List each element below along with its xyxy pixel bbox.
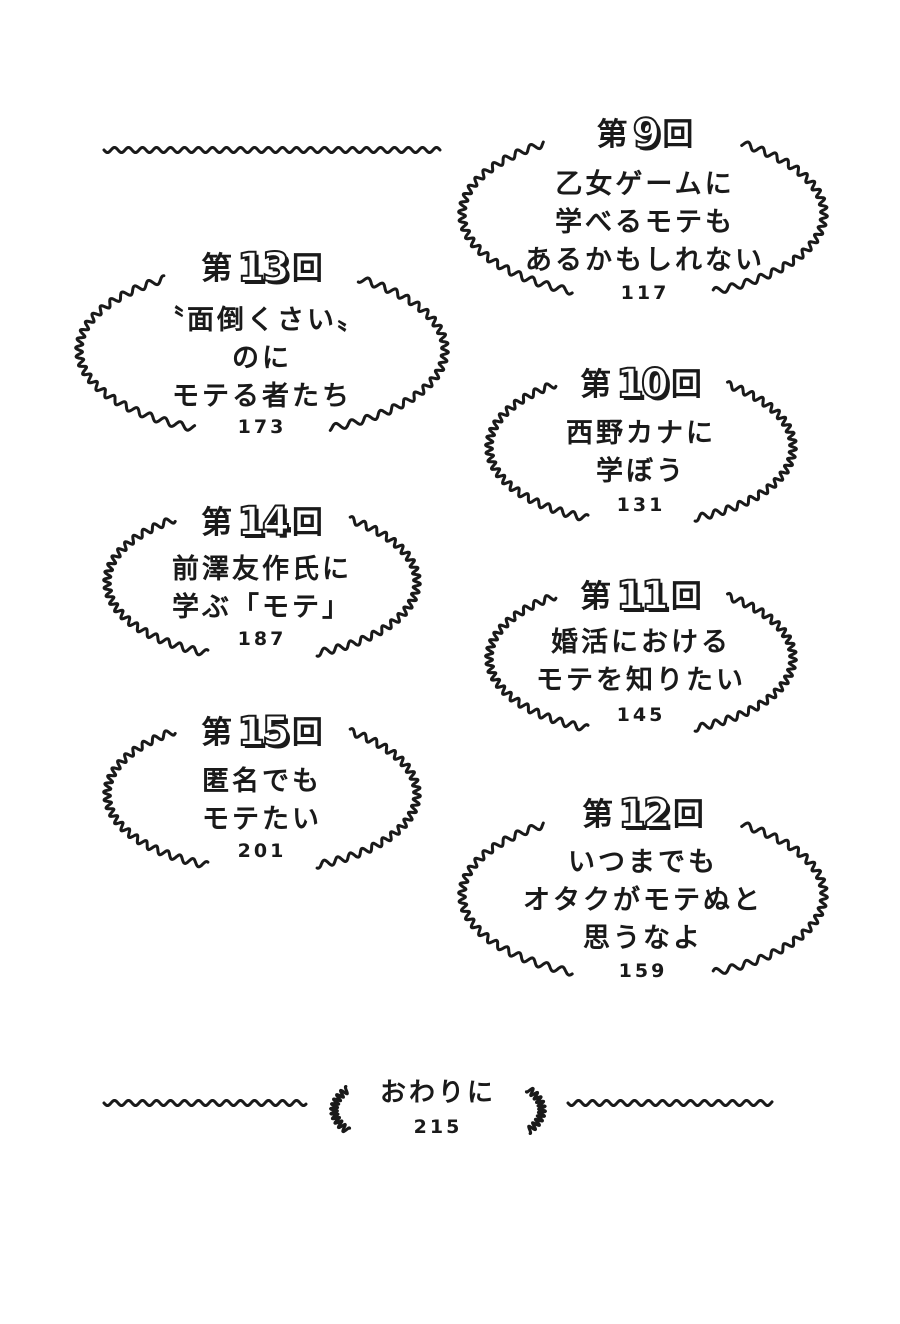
title-line: いつまでも xyxy=(568,847,718,878)
chapter-suffix: 回 xyxy=(662,117,694,153)
chapter-14-frame-left-bracket xyxy=(102,517,210,657)
chapter-title: 前澤友作氏に 学ぶ「モテ」 xyxy=(104,551,420,627)
title-line: オタクがモテぬと xyxy=(523,885,763,916)
chapter-15-frame-left-bracket xyxy=(102,729,210,869)
chapter-11-frame-right-bracket xyxy=(693,591,798,733)
chapter-11-frame-left-bracket xyxy=(484,594,590,732)
chapter-suffix: 回 xyxy=(670,579,702,615)
page-number: 173 xyxy=(237,416,287,438)
chapter-suffix: 回 xyxy=(670,367,702,403)
title-line: 学ぼう xyxy=(596,456,686,487)
toc-entry-afterword[interactable]: おわりに 215 xyxy=(330,1072,546,1148)
page-number: 117 xyxy=(620,282,670,304)
page-number: 215 xyxy=(413,1116,463,1138)
chapter-number: 10 xyxy=(615,361,670,407)
chapter-number: 14 xyxy=(236,499,291,545)
chapter-prefix: 第 xyxy=(580,367,612,403)
title-line: 西野カナに xyxy=(566,418,716,449)
chapter-10-frame-left-bracket xyxy=(484,382,590,522)
chapter-10-frame-right-bracket xyxy=(693,380,798,523)
page-number: 201 xyxy=(237,840,287,862)
title-line: モテたい xyxy=(202,804,322,835)
title-line: 婚活における xyxy=(551,627,731,658)
afterword-frame-left-bracket xyxy=(329,1085,352,1134)
title-line: モテる者たち xyxy=(172,381,352,412)
page-number: 159 xyxy=(618,960,668,982)
chapter-prefix: 第 xyxy=(201,251,233,287)
title-line: 匿名でも xyxy=(202,766,322,797)
chapter-title: 〝面倒くさい〟 のに モテる者たち xyxy=(76,302,448,416)
title-line: 乙女ゲームに xyxy=(555,169,735,200)
title-line: 学ぶ「モテ」 xyxy=(172,592,352,623)
chapter-9-frame-left-bracket xyxy=(457,140,574,296)
afterword-title: おわりに xyxy=(379,1078,496,1108)
top-wave-divider xyxy=(102,146,442,154)
page-number: 131 xyxy=(616,494,666,516)
title-line: 前澤友作氏に xyxy=(172,554,352,585)
chapter-14-frame-right-bracket xyxy=(315,515,422,658)
chapter-number: 11 xyxy=(615,573,670,619)
title-line: 〝面倒くさい〟 xyxy=(157,305,367,336)
chapter-prefix: 第 xyxy=(201,715,233,751)
chapter-number: 9 xyxy=(632,111,662,157)
afterword-frame-right-bracket xyxy=(524,1086,547,1135)
chapter-title: 乙女ゲームに 学べるモテも あるかもしれない xyxy=(460,166,830,280)
chapter-suffix: 回 xyxy=(291,251,323,287)
chapter-prefix: 第 xyxy=(596,117,628,153)
chapter-prefix: 第 xyxy=(580,579,612,615)
chapter-12-frame-left-bracket xyxy=(457,821,574,977)
chapter-title: 婚活における モテを知りたい xyxy=(486,624,796,700)
page-number: 145 xyxy=(616,704,666,726)
chapter-title: いつまでも オタクがモテぬと 思うなよ xyxy=(458,844,828,958)
chapter-9-frame-right-bracket xyxy=(711,140,829,294)
chapter-suffix: 回 xyxy=(291,505,323,541)
chapter-number: 15 xyxy=(236,709,291,755)
chapter-suffix: 回 xyxy=(291,715,323,751)
chapter-title: 西野カナに 学ぼう xyxy=(486,415,796,491)
title-line: 学べるモテも xyxy=(555,207,735,238)
chapter-prefix: 第 xyxy=(201,505,233,541)
title-line: のに xyxy=(232,343,292,374)
chapter-13-frame-left-bracket xyxy=(74,274,197,432)
chapter-12-frame-right-bracket xyxy=(711,821,829,975)
title-line: 思うなよ xyxy=(583,923,703,954)
title-line: モテを知りたい xyxy=(536,665,746,696)
chapter-15-frame-right-bracket xyxy=(315,727,422,870)
bottom-right-wave-divider xyxy=(566,1099,774,1107)
chapter-suffix: 回 xyxy=(672,797,704,833)
chapter-13-frame-right-bracket xyxy=(328,276,450,432)
chapter-title: 匿名でも モテたい xyxy=(104,763,420,839)
chapter-number: 12 xyxy=(617,791,672,837)
chapter-prefix: 第 xyxy=(582,797,614,833)
chapter-number: 13 xyxy=(236,245,291,291)
page-number: 187 xyxy=(237,628,287,650)
bottom-left-wave-divider xyxy=(102,1099,308,1107)
title-line: あるかもしれない xyxy=(525,245,765,276)
